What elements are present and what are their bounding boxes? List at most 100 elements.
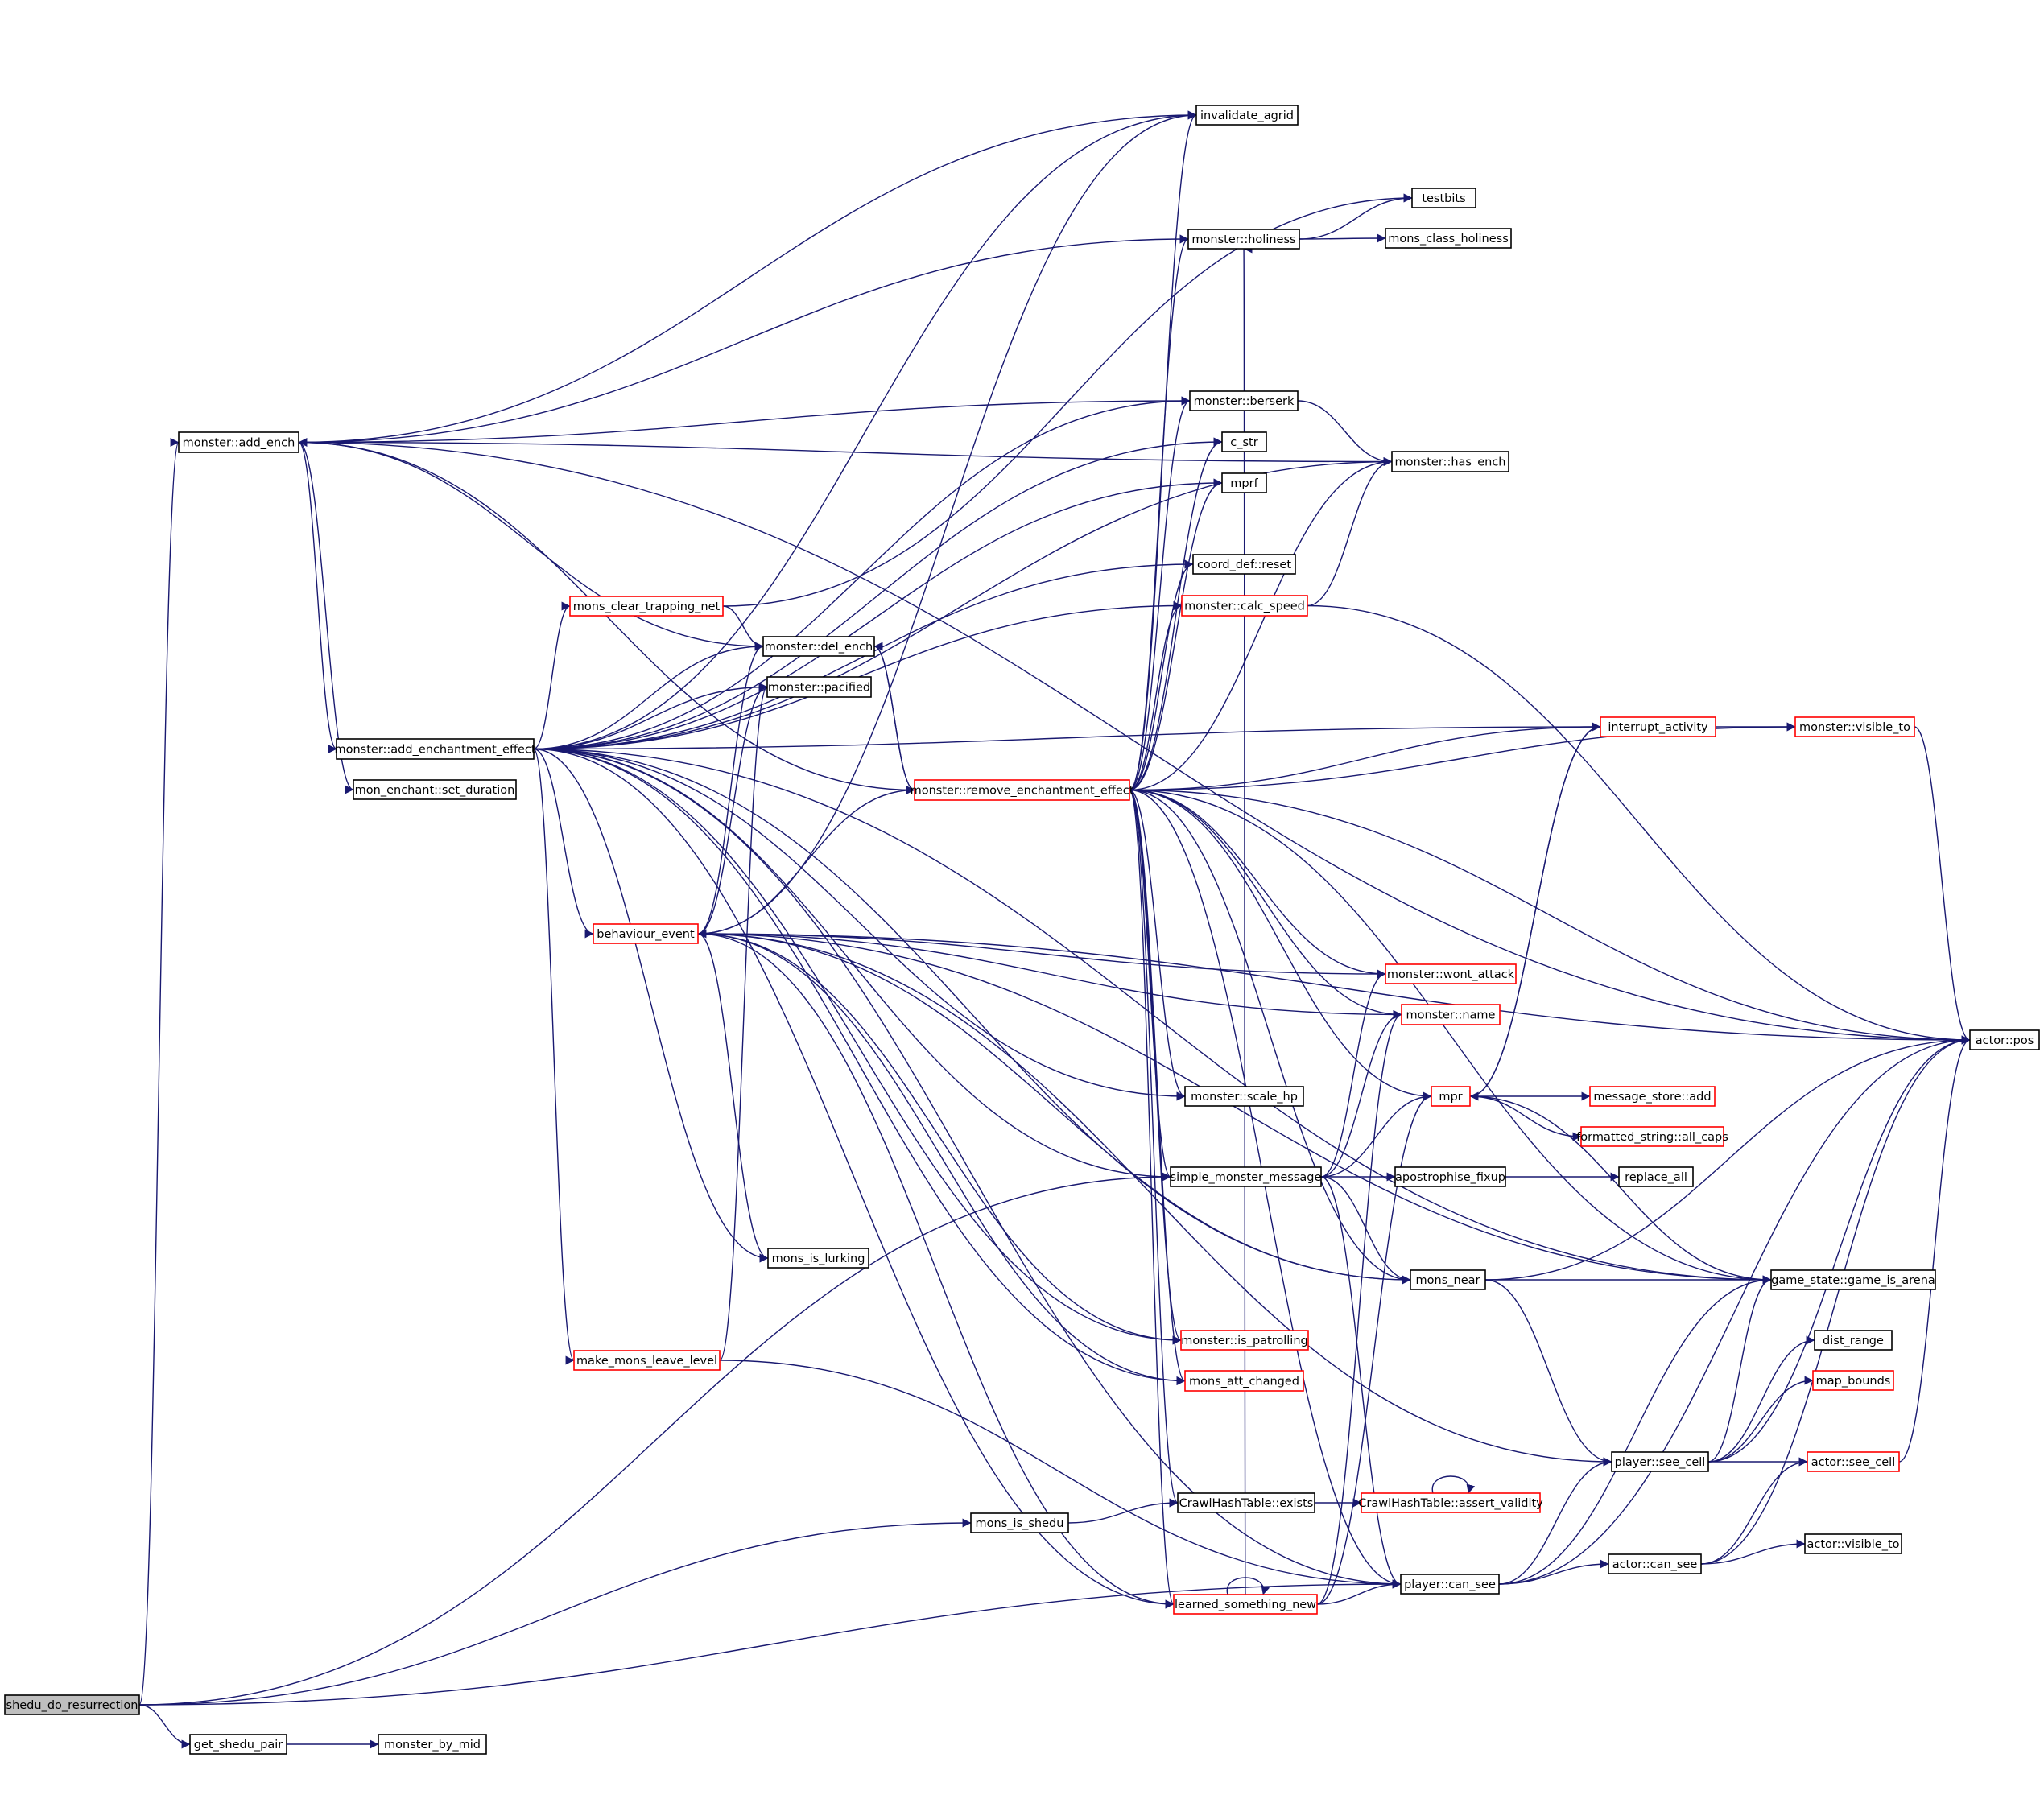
edge-assert-validity-to-assert-validity xyxy=(1431,1475,1476,1494)
node-get-shedu-pair[interactable]: get_shedu_pair xyxy=(189,1734,287,1755)
node-mons-att-changed[interactable]: mons_att_changed xyxy=(1184,1370,1304,1392)
edge-behaviour-event-to-del-ench xyxy=(697,642,764,935)
edge-add-enchantment-effect-to-learned-something-new xyxy=(533,748,1175,1609)
node-pacified[interactable]: monster::pacified xyxy=(766,676,872,698)
node-mprf[interactable]: mprf xyxy=(1221,472,1267,493)
node-learned-something-new[interactable]: learned_something_new xyxy=(1173,1594,1318,1615)
edge-add-enchantment-effect-to-make-mons-leave-level xyxy=(533,748,575,1365)
node-is-patrolling[interactable]: monster::is_patrolling xyxy=(1180,1330,1309,1351)
node-actor-pos[interactable]: actor::pos xyxy=(1969,1029,2040,1050)
node-map-bounds[interactable]: map_bounds xyxy=(1812,1370,1894,1391)
node-holiness[interactable]: monster::holiness xyxy=(1187,229,1300,250)
edge-behaviour-event-to-learned-something-new xyxy=(697,933,1175,1609)
node-label: actor::visible_to xyxy=(1807,1538,1899,1551)
node-label: c_str xyxy=(1230,436,1257,449)
node-testbits[interactable]: testbits xyxy=(1411,188,1476,208)
node-box xyxy=(353,779,517,800)
edge-visible-to-to-actor-pos xyxy=(1914,726,1971,1045)
node-invalidate-agrid[interactable]: invalidate_agrid xyxy=(1195,105,1299,126)
node-interrupt-activity[interactable]: interrupt_activity xyxy=(1600,716,1716,737)
node-label: player::see_cell xyxy=(1615,1456,1706,1469)
edge-add-ench-to-berserk xyxy=(298,396,1191,444)
node-c-str[interactable]: c_str xyxy=(1221,431,1267,452)
node-box xyxy=(970,1512,1069,1533)
node-make-mons-leave-level[interactable]: make_mons_leave_level xyxy=(573,1350,721,1371)
node-apostrophise-fixup[interactable]: apostrophise_fixup xyxy=(1394,1166,1506,1187)
node-del-ench[interactable]: monster::del_ench xyxy=(762,636,875,657)
edge-player-can-see-to-player-see-cell xyxy=(1498,1457,1612,1585)
node-label: formatted_string::all_caps xyxy=(1576,1131,1728,1144)
node-player-can-see[interactable]: player::can_see xyxy=(1400,1574,1500,1595)
edge-shedu-do-resurrection-to-mons-is-shedu xyxy=(138,1518,972,1706)
edge-mpr-to-game-is-arena xyxy=(1469,1095,1772,1285)
node-actor-see-cell[interactable]: actor::see_cell xyxy=(1807,1451,1900,1472)
edge-add-ench-to-invalidate-agrid xyxy=(298,110,1197,444)
node-remove-enchantment-effect[interactable]: monster::remove_enchantment_effect xyxy=(911,779,1134,801)
edge-add-ench-to-del-ench xyxy=(298,441,764,651)
node-label: monster::wont_attack xyxy=(1387,968,1515,981)
node-label: actor::can_see xyxy=(1612,1558,1698,1571)
node-mons-class-holiness[interactable]: mons_class_holiness xyxy=(1385,228,1512,249)
node-label: monster::holiness xyxy=(1191,233,1295,246)
node-box xyxy=(4,1694,140,1715)
node-box xyxy=(189,1734,287,1755)
node-label: mpr xyxy=(1439,1091,1462,1104)
node-replace-all[interactable]: replace_all xyxy=(1618,1166,1694,1187)
node-box xyxy=(1391,451,1509,472)
node-crawl-exists[interactable]: CrawlHashTable::exists xyxy=(1177,1492,1315,1513)
edge-add-ench-to-add-enchantment-effect xyxy=(298,441,337,753)
node-name[interactable]: monster::name xyxy=(1401,1004,1501,1025)
node-box xyxy=(1170,1166,1322,1187)
node-actor-can-see[interactable]: actor::can_see xyxy=(1608,1553,1702,1574)
node-mpr[interactable]: mpr xyxy=(1431,1086,1471,1107)
node-mons-is-shedu[interactable]: mons_is_shedu xyxy=(970,1512,1069,1533)
node-box xyxy=(1431,1086,1471,1107)
node-message-add[interactable]: message_store::add xyxy=(1589,1086,1716,1107)
edge-add-enchantment-effect-to-invalidate-agrid xyxy=(533,110,1197,750)
node-shedu-do-resurrection[interactable]: shedu_do_resurrection xyxy=(4,1694,140,1715)
node-label: monster::berserk xyxy=(1194,395,1295,408)
edge-add-enchantment-effect-to-clear-trapping-net xyxy=(533,601,571,750)
node-set-duration[interactable]: mon_enchant::set_duration xyxy=(353,779,517,800)
node-box xyxy=(1804,1533,1902,1554)
node-player-see-cell[interactable]: player::see_cell xyxy=(1611,1451,1709,1472)
node-dist-range[interactable]: dist_range xyxy=(1814,1330,1893,1351)
node-box xyxy=(1611,1451,1709,1472)
node-all-caps[interactable]: formatted_string::all_caps xyxy=(1576,1126,1728,1147)
node-calc-speed[interactable]: monster::calc_speed xyxy=(1181,595,1308,617)
edge-remove-enchantment-effect-to-learned-something-new xyxy=(1129,789,1175,1609)
node-berserk[interactable]: monster::berserk xyxy=(1189,390,1299,411)
node-box xyxy=(1794,716,1915,737)
node-has-ench[interactable]: monster::has_ench xyxy=(1391,451,1509,472)
node-mons-near[interactable]: mons_near xyxy=(1410,1269,1486,1290)
node-mons-is-lurking[interactable]: mons_is_lurking xyxy=(767,1248,869,1269)
node-assert-validity[interactable]: CrawlHashTable::assert_validity xyxy=(1358,1492,1543,1513)
edge-shedu-do-resurrection-to-player-can-see xyxy=(138,1579,1402,1706)
edge-add-enchantment-effect-to-player-can-see xyxy=(533,748,1402,1589)
node-behaviour-event[interactable]: behaviour_event xyxy=(593,923,699,944)
node-game-is-arena[interactable]: game_state::game_is_arena xyxy=(1770,1269,1936,1290)
node-coord-reset[interactable]: coord_def::reset xyxy=(1192,554,1296,575)
edge-remove-enchantment-effect-to-scale-hp xyxy=(1129,789,1186,1101)
node-label: actor::pos xyxy=(1976,1034,2034,1047)
node-box xyxy=(1361,1492,1541,1513)
node-simple-monster-message[interactable]: simple_monster_message xyxy=(1170,1166,1322,1187)
node-label: monster::has_ench xyxy=(1395,456,1506,469)
node-box xyxy=(1580,1126,1724,1147)
edge-add-enchantment-effect-to-del-ench xyxy=(533,642,764,750)
function-nodes: shedu_do_resurrection get_shedu_pair monst… xyxy=(4,105,2040,1755)
node-actor-visible-to[interactable]: actor::visible_to xyxy=(1804,1533,1902,1554)
node-add-ench[interactable]: monster::add_ench xyxy=(178,431,299,453)
node-wont-attack[interactable]: monster::wont_attack xyxy=(1385,963,1517,984)
node-clear-trapping-net[interactable]: mons_clear_trapping_net xyxy=(569,596,724,617)
edge-behaviour-event-to-wont-attack xyxy=(697,933,1386,979)
node-add-enchantment-effect[interactable]: monster::add_enchantment_effect xyxy=(334,738,536,760)
node-monster-by-mid[interactable]: monster_by_mid xyxy=(378,1734,487,1755)
node-box xyxy=(1814,1330,1893,1351)
edge-add-ench-to-holiness xyxy=(298,234,1189,444)
node-box xyxy=(1192,554,1296,575)
node-scale-hp[interactable]: monster::scale_hp xyxy=(1184,1086,1304,1107)
edge-behaviour-event-to-mons-near xyxy=(697,933,1411,1285)
node-label: mons_clear_trapping_net xyxy=(573,600,721,613)
node-visible-to[interactable]: monster::visible_to xyxy=(1794,716,1915,737)
